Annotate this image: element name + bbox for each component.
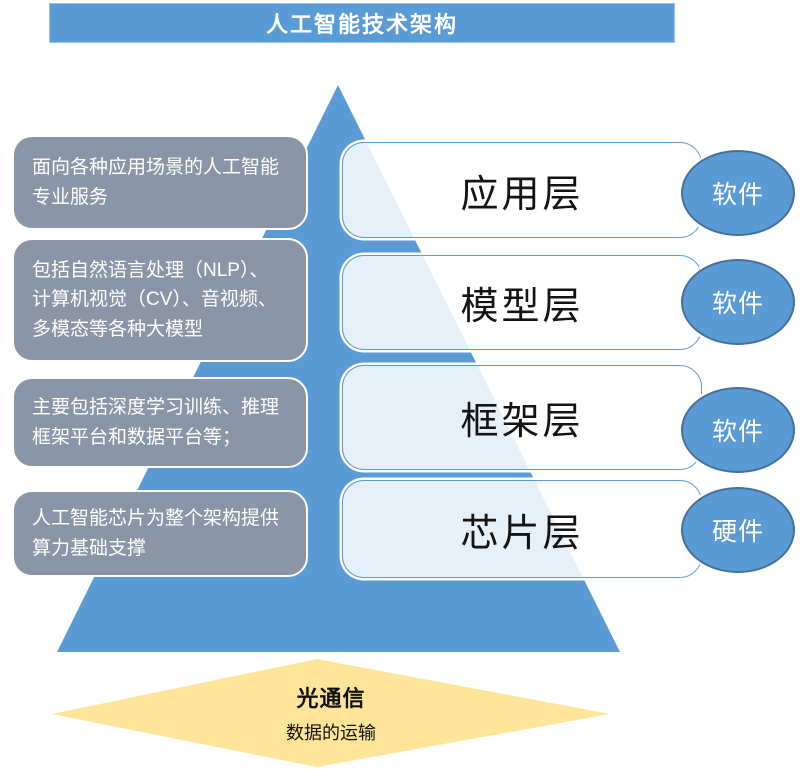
badge-label: 软件 xyxy=(711,290,764,318)
foundation-label: 光通信 数据的运输 xyxy=(181,681,481,745)
desc-text: 包括自然语言处理（NLP）、计算机视觉（CV）、音视频、多模态等各种大模型 xyxy=(32,259,277,340)
page-title: 人工智能技术架构 xyxy=(265,12,458,37)
badge-label: 软件 xyxy=(711,181,764,209)
desc-text: 人工智能芯片为整个架构提供算力基础支撑 xyxy=(32,508,280,559)
title-bar: 人工智能技术架构 xyxy=(49,3,675,43)
layer-label: 芯片层 xyxy=(460,512,584,555)
foundation-subtitle: 数据的运输 xyxy=(286,723,376,743)
badge-hardware: 硬件 xyxy=(681,487,795,573)
layer-label: 应用层 xyxy=(460,173,584,216)
badge-label: 硬件 xyxy=(711,518,764,546)
layer-card-application: 应用层 xyxy=(342,142,702,238)
desc-box-application-layer: 面向各种应用场景的人工智能专业服务 xyxy=(12,135,308,230)
badge-software-3: 软件 xyxy=(681,387,795,473)
layer-card-framework: 框架层 xyxy=(342,365,702,470)
layer-card-model: 模型层 xyxy=(342,255,702,350)
badge-software-2: 软件 xyxy=(681,259,795,345)
layer-card-chip: 芯片层 xyxy=(342,480,702,578)
badge-software-1: 软件 xyxy=(681,150,795,236)
desc-text: 面向各种应用场景的人工智能专业服务 xyxy=(32,157,280,208)
desc-box-model-layer: 包括自然语言处理（NLP）、计算机视觉（CV）、音视频、多模态等各种大模型 xyxy=(12,238,308,362)
foundation-diamond-shape xyxy=(52,659,610,767)
layer-label: 模型层 xyxy=(460,286,584,328)
desc-box-chip-layer: 人工智能芯片为整个架构提供算力基础支撑 xyxy=(12,490,308,577)
desc-box-framework-layer: 主要包括深度学习训练、推理框架平台和数据平台等； xyxy=(12,377,308,468)
badge-label: 软件 xyxy=(711,418,764,446)
desc-text: 主要包括深度学习训练、推理框架平台和数据平台等； xyxy=(32,397,280,448)
layer-label: 框架层 xyxy=(460,401,584,443)
foundation-title: 光通信 xyxy=(296,686,366,711)
